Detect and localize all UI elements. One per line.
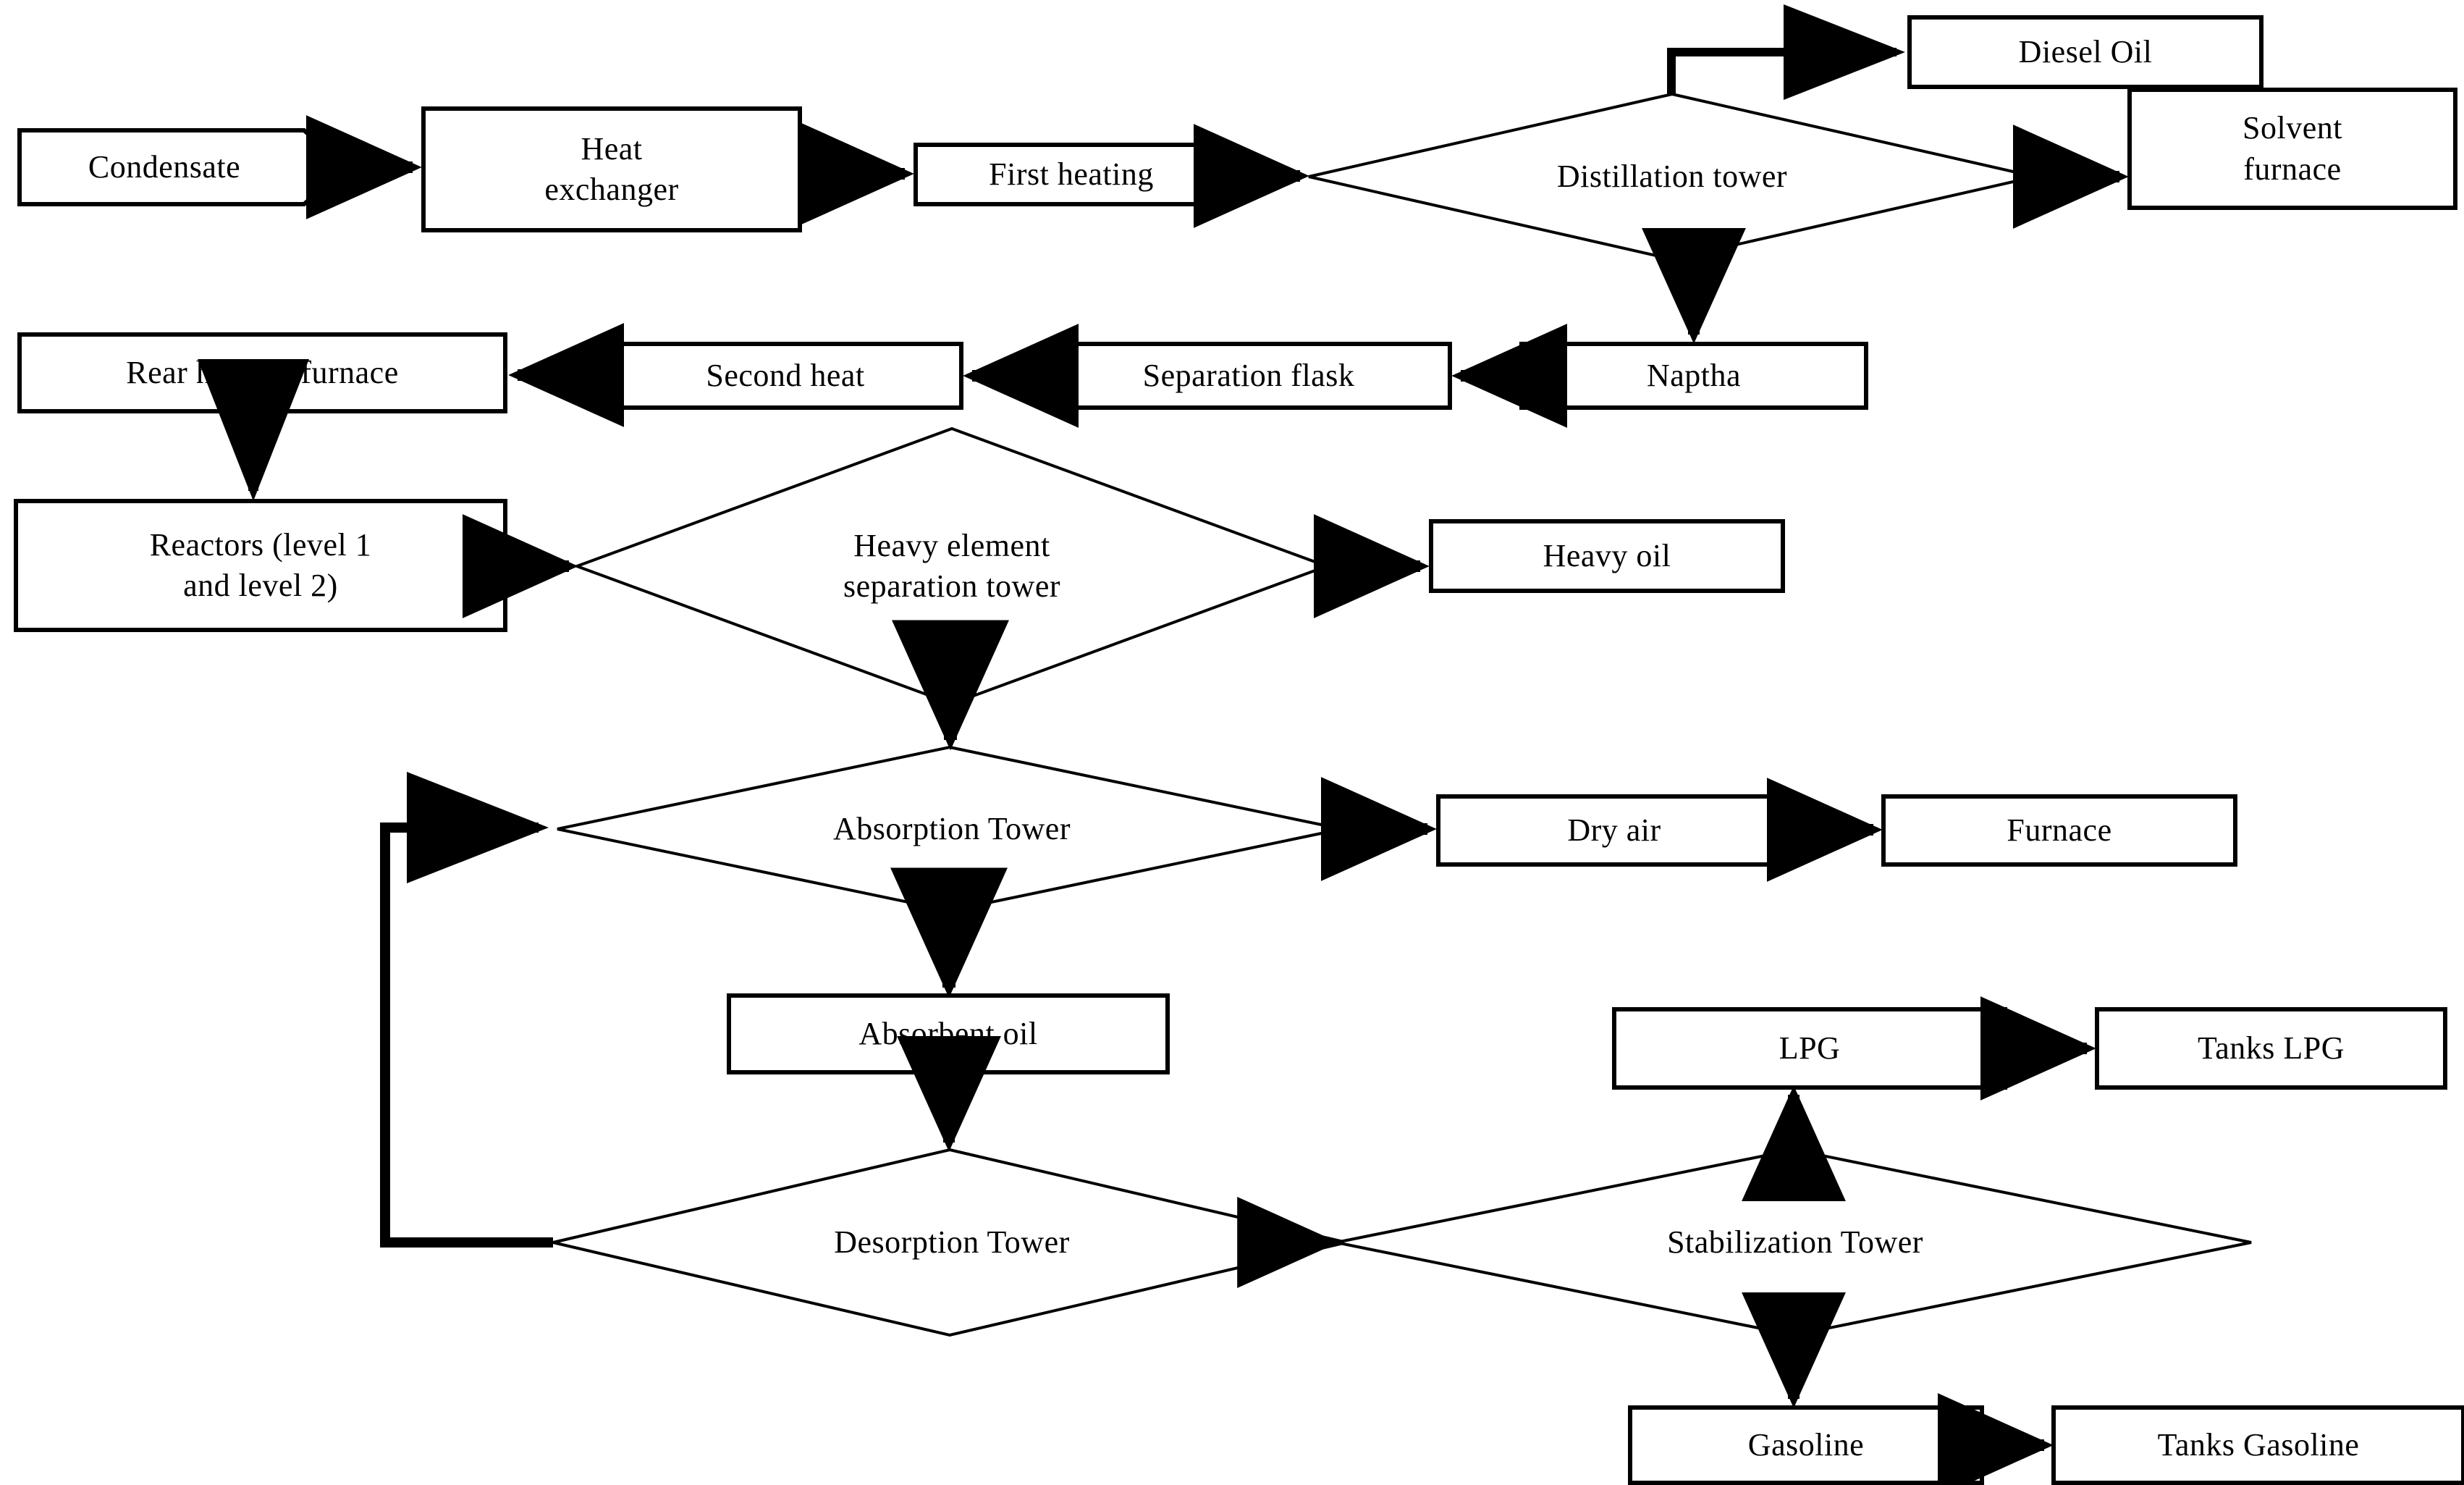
shape-desorption-tower[interactable] xyxy=(552,1148,1347,1337)
shape-absorption-tower[interactable] xyxy=(557,745,1343,913)
shape-condensate[interactable] xyxy=(17,128,350,206)
shape-gasoline[interactable] xyxy=(1628,1405,1984,1485)
shape-heavy-element-separation-tower[interactable] xyxy=(573,426,1331,706)
edge-distillation-tower-to-diesel-oil xyxy=(1667,4,1905,100)
shape-stabilization-tower[interactable] xyxy=(1336,1148,2252,1337)
shape-tanks-lpg[interactable] xyxy=(2095,1007,2447,1090)
shape-second-heat[interactable] xyxy=(607,342,963,410)
shape-tanks-gasoline[interactable] xyxy=(2051,1405,2464,1485)
shape-dry-air[interactable] xyxy=(1436,794,1792,867)
shape-furnace[interactable] xyxy=(1881,794,2237,867)
shape-solvent-furnace[interactable] xyxy=(2127,88,2457,210)
shape-rear-heating-furnace[interactable] xyxy=(17,332,507,413)
shape-heat-exchanger[interactable] xyxy=(421,106,802,232)
shape-diesel-oil[interactable] xyxy=(1907,15,2263,89)
shape-heavy-oil[interactable] xyxy=(1429,519,1785,593)
shape-reactors[interactable] xyxy=(14,499,507,632)
shape-absorbent-oil[interactable] xyxy=(727,993,1170,1074)
shape-lpg[interactable] xyxy=(1612,1007,2007,1090)
shape-separation-flask[interactable] xyxy=(1045,342,1452,410)
shape-distillation-tower[interactable] xyxy=(1308,92,2036,261)
shape-first-heating[interactable] xyxy=(914,143,1229,206)
edge-desorption-tower-recycle-to-absorption-tower xyxy=(380,772,553,1248)
shape-naptha[interactable] xyxy=(1519,342,1868,410)
